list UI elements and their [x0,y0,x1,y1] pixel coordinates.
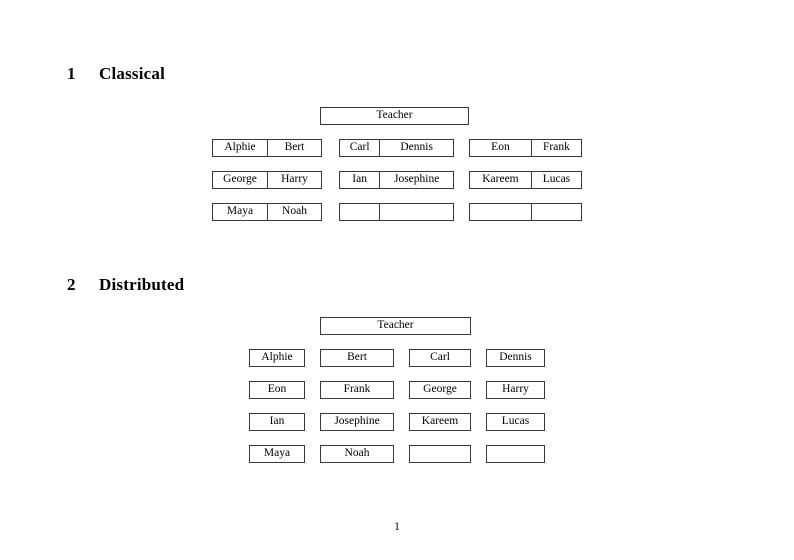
classical-cell-empty [340,204,379,220]
section-heading-classical: 1 Classical [67,64,165,84]
classical-cell: George [223,172,257,185]
distributed-row-2: Eon Frank George Harry [249,381,545,399]
classical-cell: Dennis [379,140,453,156]
classical-cell: Josephine [379,172,453,188]
classical-group-right: Eon Frank [469,139,582,157]
distributed-box-empty [409,445,471,463]
classical-cell: Frank [530,140,581,156]
classical-cell: Lucas [530,172,581,188]
classical-cell: Alphie [224,140,256,153]
classical-cell: Maya [226,204,254,217]
classical-cell: Kareem [482,172,519,185]
distributed-box: George [409,381,471,399]
page-number: 1 [394,521,400,533]
distributed-box: Kareem [409,413,471,431]
classical-group-left: George Harry [212,171,322,189]
section-number: 1 [67,64,76,83]
distributed-box: Harry [486,381,545,399]
distributed-box: Frank [320,381,394,399]
distributed-box: Eon [249,381,305,399]
distributed-box-empty [486,445,545,463]
classical-cell: Eon [491,140,510,153]
classical-cell: Carl [349,140,370,153]
distributed-box: Lucas [486,413,545,431]
classical-row-3: Maya Noah [212,203,582,221]
classical-cell-empty [530,204,581,220]
classical-row-2: George Harry Ian Josephine Kareem Lucas [212,171,582,189]
classical-teacher-group: Teacher [320,107,469,125]
classical-teacher-row: Teacher [320,107,469,125]
classical-row-1: Alphie Bert Carl Dennis Eon Frank [212,139,582,157]
section-title: Classical [99,64,166,83]
classical-group-middle [339,203,454,221]
distributed-box: Ian [249,413,305,431]
distributed-teacher-row: Teacher [320,317,471,335]
classical-group-middle: Carl Dennis [339,139,454,157]
distributed-box: Noah [320,445,394,463]
classical-cell-empty [470,204,531,220]
classical-cell: Ian [352,172,367,185]
classical-teacher-cell: Teacher [376,108,413,121]
classical-group-right: Kareem Lucas [469,171,582,189]
classical-cell: Bert [266,140,321,156]
distributed-box: Carl [409,349,471,367]
distributed-box: Josephine [320,413,394,431]
distributed-teacher-box: Teacher [320,317,471,335]
distributed-row-4: Maya Noah [249,445,545,463]
distributed-box: Dennis [486,349,545,367]
classical-cell: Noah [266,204,321,220]
classical-group-left: Alphie Bert [212,139,322,157]
classical-cell-empty [379,204,453,220]
classical-group-left: Maya Noah [212,203,322,221]
distributed-box: Maya [249,445,305,463]
classical-group-right [469,203,582,221]
distributed-box: Alphie [249,349,305,367]
section-heading-distributed: 2 Distributed [67,275,184,295]
classical-group-middle: Ian Josephine [339,171,454,189]
section-title: Distributed [99,275,185,294]
classical-cell: Harry [266,172,321,188]
distributed-row-3: Ian Josephine Kareem Lucas [249,413,545,431]
distributed-box: Bert [320,349,394,367]
section-number: 2 [67,275,76,294]
distributed-row-1: Alphie Bert Carl Dennis [249,349,545,367]
